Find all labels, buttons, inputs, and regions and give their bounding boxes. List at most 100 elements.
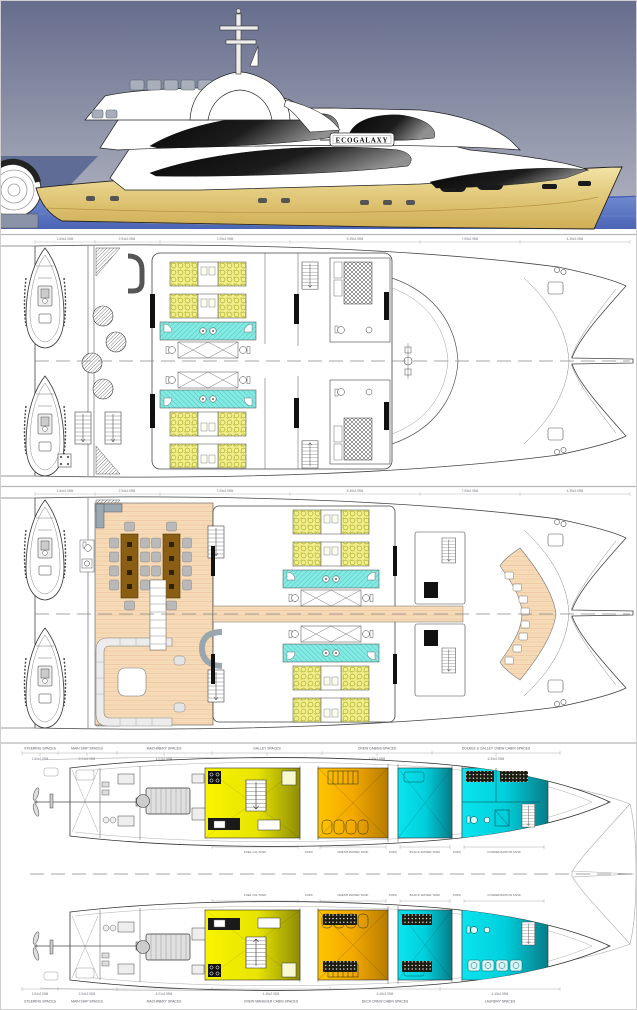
dumbwaiter [424, 630, 438, 646]
dimension-label: 4.45x2.95M [263, 992, 280, 996]
antenna-fin [249, 45, 259, 67]
day-head [79, 539, 95, 573]
gangway-stairs [149, 579, 167, 651]
space-label: MACHINERY SPACES [147, 747, 182, 751]
main-deck-glass [149, 146, 412, 177]
interior-walls [264, 253, 299, 469]
staircase [521, 803, 536, 828]
name-badge: ECOGALAXY [320, 132, 404, 147]
dimension-label: 5.45x2.95M [377, 992, 394, 996]
sink [213, 820, 226, 829]
dimension-label: 1.84x2.05M [32, 992, 49, 996]
staircase [104, 411, 122, 445]
tank-label: COFF [389, 893, 398, 897]
dimension-label: 7.05x2.95M [217, 237, 234, 241]
dimension-label: 4.35x2.95M [567, 489, 584, 493]
mast [219, 8, 259, 75]
radar-arch [189, 71, 291, 121]
forward-pantry-block [414, 531, 466, 697]
tank-label: FUEL OIL TANK [244, 850, 267, 854]
space-label: CREW CABINS SPACES [358, 747, 397, 751]
dining-table-group [109, 521, 192, 611]
dimension-label: 2.94x2.95M [119, 489, 136, 493]
dimension-label: 4.01x2.95M [156, 992, 173, 996]
dimension-label: 7.05x2.95M [462, 489, 479, 493]
tank-label: CONDENSATION TANK [487, 893, 521, 897]
dimension-label: 5.35x2.95M [347, 489, 364, 493]
crew-cabin-interior-top [462, 768, 540, 828]
space-label: CREW MANAGER CABIN SPACES [244, 1000, 299, 1004]
staircase [207, 525, 225, 559]
tank-label: COFF [453, 850, 462, 854]
space-label: LAUNDRY SPACES [485, 1000, 516, 1004]
sheer-glass-band [429, 167, 589, 189]
radar-dome [0, 158, 42, 229]
superstructure: ECOGALAXY [84, 8, 590, 191]
tank-label: COFF [453, 893, 462, 897]
deck-box [57, 453, 72, 468]
space-label: MAIN SHIP SPACES [71, 747, 103, 751]
space-label: DOUBLE & GALLEY CREW CABIN SPACES [462, 747, 531, 751]
staircase [301, 440, 319, 469]
tank-label: COFF [305, 893, 314, 897]
forward-service-block [329, 257, 391, 343]
space-label: MAIN SHIP SPACES [71, 1000, 103, 1004]
dimension-label: 2.94x2.95M [79, 992, 96, 996]
space-label: STEERING SPACES [24, 747, 57, 751]
tank-label: FRESH WATER TANK [338, 850, 370, 854]
tank-labels-starboard: FUEL OIL TANK COFF FRESH WATER TANK COFF… [211, 845, 545, 854]
laundry-machines [467, 959, 523, 972]
dining-table [120, 533, 139, 599]
coffee-table [117, 667, 147, 697]
upper-deck-plan: 1.84x2.05M 2.94x2.95M 7.05x2.95M 5.35x2.… [0, 237, 634, 478]
dimension-label: 1.84x2.05M [57, 489, 74, 493]
dimension-label: 7.05x2.95M [462, 237, 479, 241]
stool [173, 702, 186, 713]
transom-platform [43, 767, 59, 777]
crew-cabin-interior-bottom [323, 914, 536, 972]
stove [208, 771, 221, 784]
rudder [49, 793, 54, 809]
bow-seats [504, 571, 530, 665]
dimension-label: 7.05x2.95M [369, 757, 386, 761]
dimension-label: 2.94x2.95M [79, 757, 96, 761]
staircase [521, 921, 536, 946]
hull-port [32, 902, 610, 991]
dimension-label: 6.35x2.95M [488, 757, 505, 761]
spaces-row-bottom: 1.84x2.05M 2.94x2.95M 4.01x2.95M 4.45x2.… [21, 987, 561, 1004]
tank-label: COFF [389, 850, 398, 854]
panel-dividers [0, 233, 637, 744]
tank-labels-port: FUEL OIL TANK COFF FRESH WATER TANK COFF… [211, 893, 545, 903]
staircase [245, 779, 267, 812]
forward-service-block [329, 379, 391, 465]
u-sofa [95, 637, 173, 727]
space-label: GALLEY SPACES [253, 747, 281, 751]
hull-starboard [32, 757, 611, 847]
tank-space-cyan [397, 767, 453, 839]
hull-crease-line [44, 196, 599, 213]
dimension-label: 5.35x2.95M [347, 237, 364, 241]
stool [173, 655, 186, 666]
yacht-name: ECOGALAXY [336, 137, 389, 145]
dimension-row: 1.84x2.05M 2.94x2.95M 7.05x2.95M 5.35x2.… [34, 237, 631, 244]
main-deck-plan: 1.84x2.05M 2.94x2.95M 7.05x2.95M 5.35x2.… [0, 489, 634, 730]
steering-space [71, 769, 99, 833]
stern-stair-hatch [95, 445, 121, 475]
dimension-label: 4.01x2.95M [156, 757, 173, 761]
dumbwaiter [424, 582, 438, 598]
windlass [403, 343, 413, 379]
dimension-label: 4.35x2.95M [567, 237, 584, 241]
dimension-label: 1.84x2.05M [32, 757, 49, 761]
arch-swoosh [283, 99, 341, 133]
tank-label: FRESH WATER TANK [338, 893, 370, 897]
space-label: MACHINERY SPACES [147, 1000, 182, 1004]
fridge [281, 770, 297, 786]
space-label: STEERING SPACES [24, 1000, 57, 1004]
dimension-row: 1.84x2.05M 2.94x2.95M 7.05x2.95M 5.35x2.… [34, 489, 631, 496]
engine-room [70, 773, 207, 827]
page-margin [0, 229, 637, 234]
propulsion [32, 787, 70, 817]
tank-label: CONDENSATION TANK [487, 850, 521, 854]
